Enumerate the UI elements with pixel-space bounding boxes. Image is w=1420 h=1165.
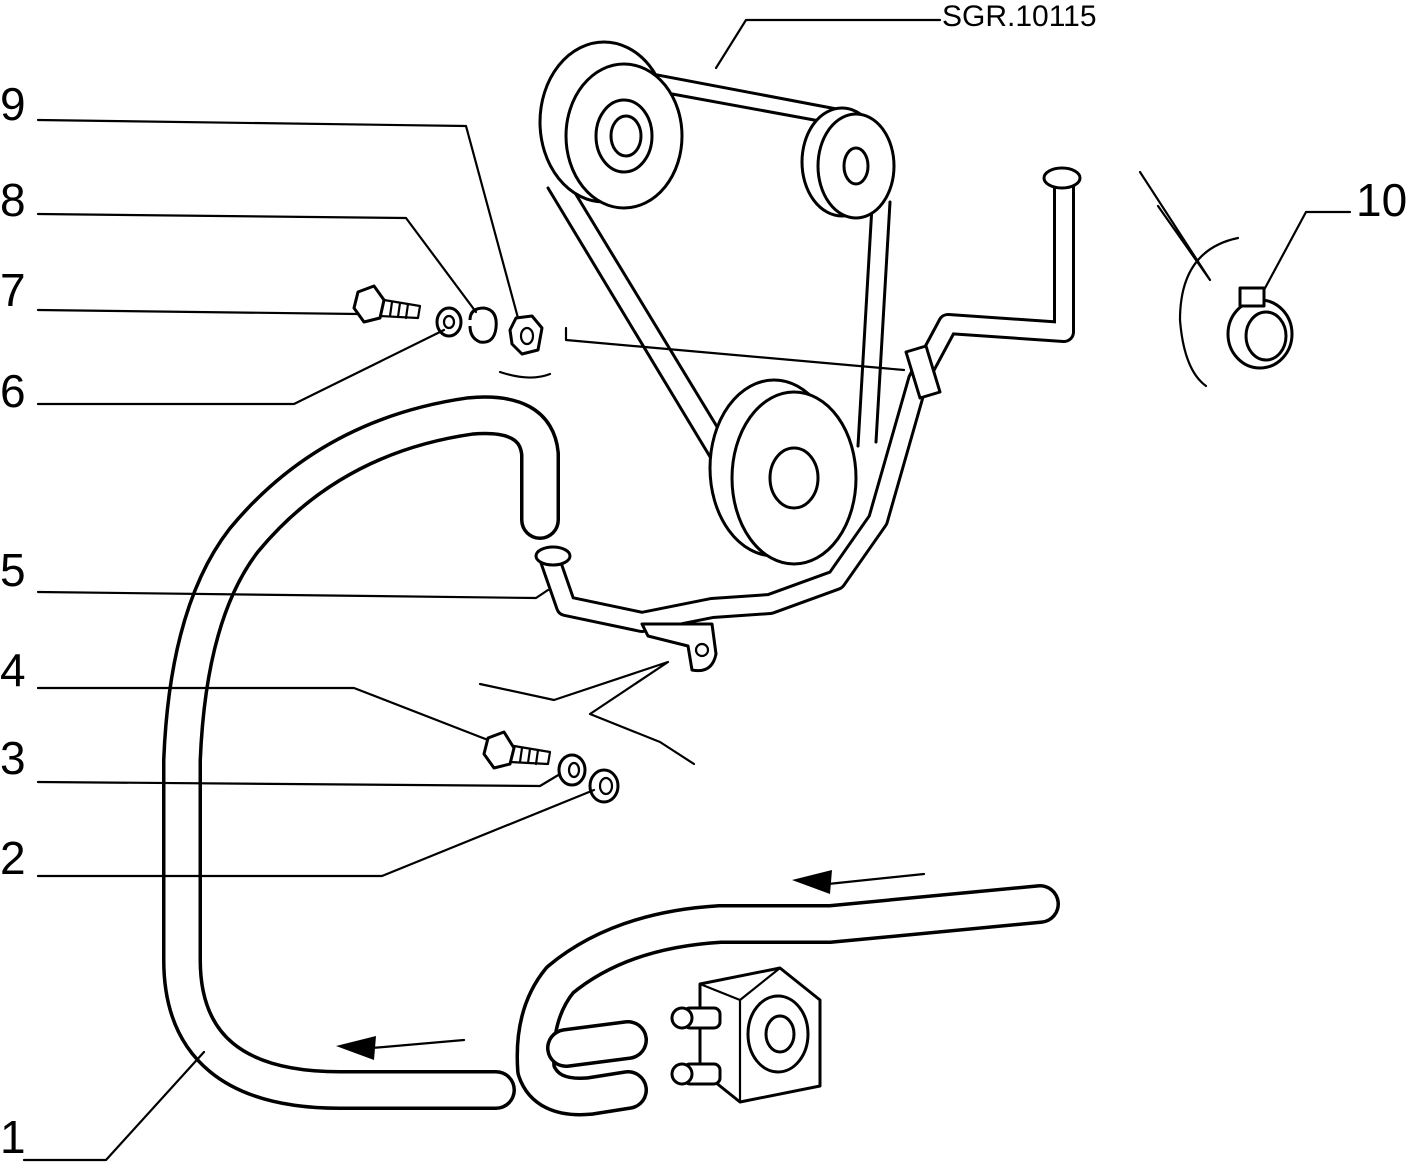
leader-2 (36, 788, 596, 878)
leader-9 (36, 118, 520, 320)
detail-view-outline (1178, 236, 1240, 388)
leader-6 (36, 328, 446, 406)
upper-bolt-thread (388, 300, 410, 320)
mount-line-lower (478, 660, 696, 766)
lower-bolt-thread (518, 746, 540, 766)
flow-arrow-lower-head (336, 1036, 376, 1060)
upper-fasteners (352, 284, 544, 356)
leader-1 (22, 1050, 206, 1162)
hose-clamp-inner (1244, 310, 1288, 362)
mount-line-upper (564, 326, 906, 372)
pipe-lower-end (534, 545, 572, 567)
flow-arrow-upper-head (792, 870, 832, 894)
callout-7: 7 (0, 264, 26, 316)
detail-view-pointer (1138, 170, 1212, 282)
callout-1: 1 (0, 1111, 26, 1163)
callout-6: 6 (0, 365, 26, 417)
callout-5: 5 (0, 544, 26, 596)
pulley-large-bore (609, 114, 643, 158)
pulley-small-bore (842, 146, 870, 186)
callout-2: 2 (0, 832, 26, 884)
pulley-lower-bore (768, 446, 820, 510)
pipe-upper-end (1042, 166, 1082, 190)
leader-lines (22, 118, 1352, 1162)
upper-spring-washer (468, 306, 498, 344)
lower-fasteners (482, 730, 620, 804)
callout-9: 9 (0, 78, 26, 130)
oil-cooler (670, 966, 822, 1104)
bracket-hole (694, 642, 710, 658)
return-pipe (534, 166, 1082, 673)
leader-8 (36, 212, 478, 314)
pipe-clip (904, 344, 942, 400)
cooler-nipple-upper-end (670, 1006, 694, 1030)
cooler-nipple-lower-end (670, 1062, 694, 1086)
clamp-detail (1138, 170, 1294, 388)
upper-flat-washer (435, 306, 463, 338)
leader-10 (1262, 210, 1352, 292)
cooler-edges (698, 966, 782, 1104)
leader-3 (36, 772, 562, 788)
pipe-mounting-bracket (640, 622, 718, 673)
leader-7 (36, 308, 360, 316)
hose-clamp-screw (1238, 286, 1266, 308)
leader-4 (36, 686, 490, 742)
flow-arrows (336, 870, 926, 1060)
cooler-port-bore (764, 1014, 796, 1054)
lower-bolt-head (482, 730, 516, 770)
callout-3: 3 (0, 732, 26, 784)
upper-nut (508, 314, 544, 356)
belt-right-run (856, 200, 892, 448)
reference-leader (714, 18, 942, 70)
reference-code: SGR.10115 (942, 0, 1097, 33)
mounting-indicators (478, 326, 906, 766)
leader-5 (36, 588, 550, 600)
flow-arrow-lower-shaft (370, 1038, 466, 1050)
callout-8: 8 (0, 174, 26, 226)
callout-10: 10 (1356, 174, 1407, 226)
main-hose (162, 395, 1060, 1117)
mount-curve-upper (498, 370, 552, 379)
callout-4: 4 (0, 644, 26, 696)
upper-bolt-head (352, 284, 386, 324)
flow-arrow-upper-shaft (826, 872, 926, 886)
belt-left-run (546, 176, 738, 472)
lower-spring-washer (557, 753, 587, 787)
belt-and-pulleys (538, 40, 896, 566)
lower-flat-washer (588, 768, 620, 804)
